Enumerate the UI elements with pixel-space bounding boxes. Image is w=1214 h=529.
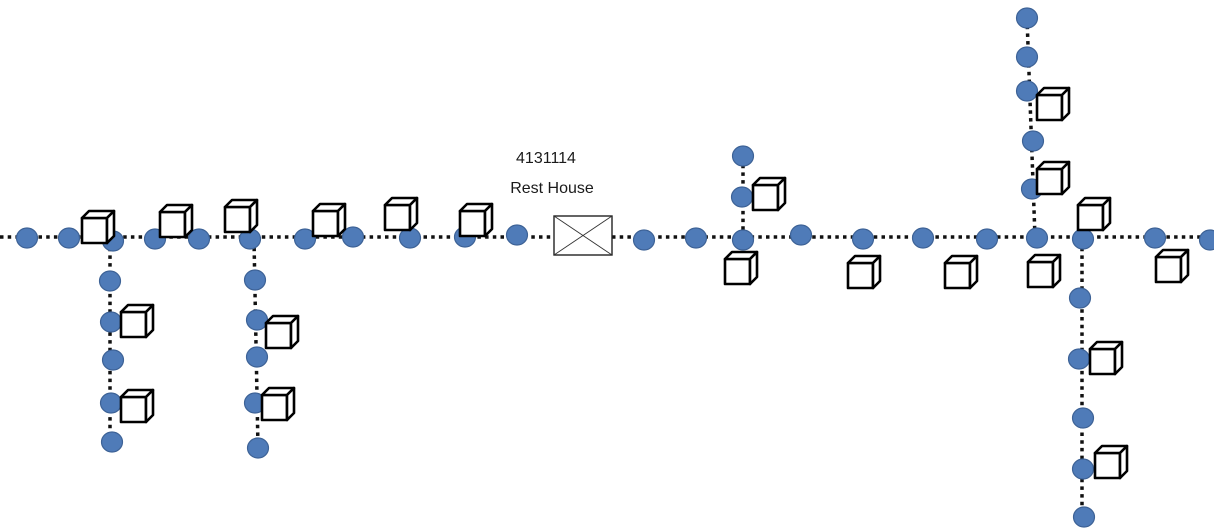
pole-node-icon [246, 437, 270, 459]
meter-box-icon [1026, 253, 1062, 289]
meter-box-icon [1076, 196, 1112, 232]
pole-node-icon [99, 392, 123, 414]
pole-node-icon [99, 311, 123, 333]
pole-node-icon [341, 226, 365, 248]
pole-node-icon [1021, 130, 1045, 152]
meter-box-icon [1154, 248, 1190, 284]
meter-box-icon [723, 250, 759, 286]
pole-node-icon [57, 227, 81, 249]
pole-node-icon [98, 270, 122, 292]
pole-node-icon [730, 186, 754, 208]
meter-box-icon [1035, 86, 1071, 122]
pole-node-icon [101, 349, 125, 371]
pole-node-icon [245, 346, 269, 368]
meter-box-icon [223, 198, 259, 234]
meter-layer [80, 86, 1190, 480]
pole-node-icon [851, 228, 875, 250]
pole-node-icon [911, 227, 935, 249]
meter-box-icon [1088, 340, 1124, 376]
meter-box-icon [119, 303, 155, 339]
meter-box-icon [1035, 160, 1071, 196]
transformer-id-label: 4131114 [516, 150, 576, 167]
pole-node-icon [100, 431, 124, 453]
pole-node-icon [505, 224, 529, 246]
conductor-line [1025, 17, 1037, 238]
pole-node-icon [731, 145, 755, 167]
pole-node-icon [684, 227, 708, 249]
pole-node-icon [1071, 458, 1095, 480]
pole-node-icon [293, 228, 317, 250]
pole-node-icon [975, 228, 999, 250]
meter-box-icon [311, 202, 347, 238]
pole-node-icon [1015, 80, 1039, 102]
pole-node-icon [632, 229, 656, 251]
meter-box-icon [158, 203, 194, 239]
pole-node-icon [245, 309, 269, 331]
transformer-icon [553, 215, 613, 256]
meter-box-icon [264, 314, 300, 350]
pole-node-icon [1072, 506, 1096, 528]
meter-box-icon [383, 196, 419, 232]
meter-box-icon [1093, 444, 1129, 480]
transformer-name-label: Rest House [510, 180, 594, 197]
pole-node-icon [1071, 228, 1095, 250]
meter-box-icon [458, 202, 494, 238]
meter-box-icon [846, 254, 882, 290]
pole-node-icon [1198, 229, 1214, 251]
pole-node-icon [1015, 46, 1039, 68]
pole-node-icon [1015, 7, 1039, 29]
pole-node-icon [1067, 348, 1091, 370]
meter-box-icon [751, 176, 787, 212]
pole-node-icon [187, 228, 211, 250]
pole-node-icon [243, 269, 267, 291]
pole-node-icon [1143, 227, 1167, 249]
meter-box-icon [80, 209, 116, 245]
pole-node-icon [789, 224, 813, 246]
pole-node-icon [1025, 227, 1049, 249]
pole-node-icon [15, 227, 39, 249]
pole-node-icon [731, 229, 755, 251]
meter-box-icon [260, 386, 296, 422]
meter-box-icon [943, 254, 979, 290]
pole-node-icon [1071, 407, 1095, 429]
pole-node-icon [1068, 287, 1092, 309]
meter-box-icon [119, 388, 155, 424]
